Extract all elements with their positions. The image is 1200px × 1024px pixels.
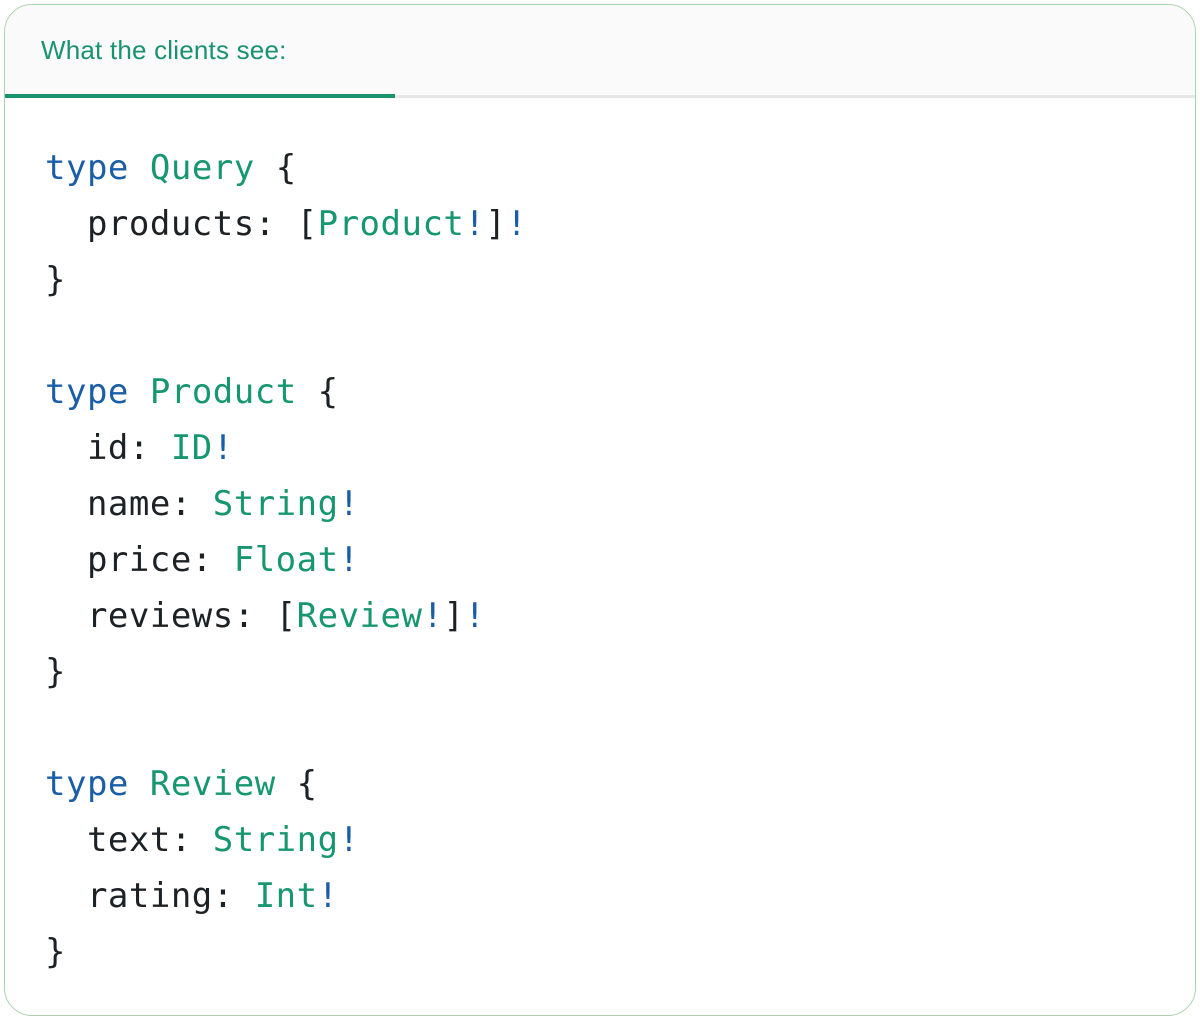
code-line	[45, 700, 1155, 756]
code-line: price: Float!	[45, 540, 360, 580]
tab-what-clients-see[interactable]: What the clients see:	[5, 5, 395, 98]
code-line: type Review {	[45, 764, 318, 804]
code-line: text: String!	[45, 820, 360, 860]
code-line: }	[45, 652, 66, 692]
code-line: }	[45, 932, 66, 972]
code-line: }	[45, 260, 66, 300]
code-line: id: ID!	[45, 428, 234, 468]
code-line	[45, 308, 1155, 364]
code-line: type Product {	[45, 372, 339, 412]
code-line: type Query {	[45, 148, 297, 188]
tab-bar: What the clients see:	[5, 5, 1195, 98]
code-line: reviews: [Review!]!	[45, 596, 486, 636]
code-panel: What the clients see: type Query { produ…	[4, 4, 1196, 1016]
code-line: rating: Int!	[45, 876, 339, 916]
code-block: type Query { products: [Product!]!} type …	[5, 98, 1195, 1015]
code-line: products: [Product!]!	[45, 204, 528, 244]
code-line: name: String!	[45, 484, 360, 524]
tab-label: What the clients see:	[41, 34, 287, 65]
active-tab-underline-indicator	[5, 94, 395, 98]
